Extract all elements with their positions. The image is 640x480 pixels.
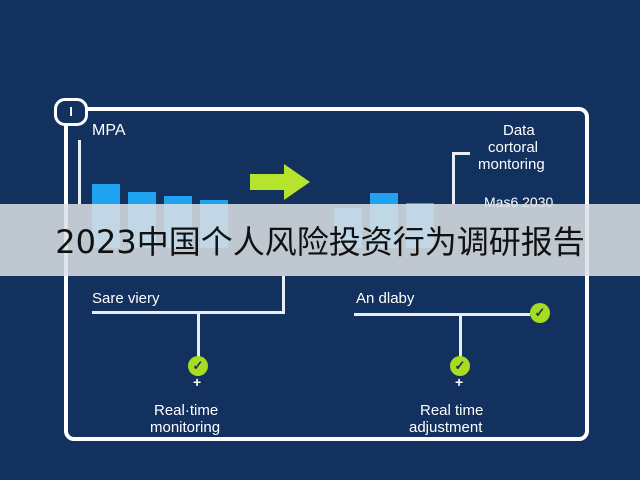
right-header-line1: Data	[503, 122, 535, 139]
right-header-line2: cortoral	[488, 139, 539, 156]
right-bottom-label-line1: Real time	[420, 402, 484, 419]
right-underline	[354, 313, 530, 316]
left-stem	[197, 311, 200, 357]
left-panel-title: MPA	[92, 122, 126, 139]
right-top-checkmark-icon: ✓	[530, 303, 550, 323]
banner-title: 2023中国个人风险投资行为调研报告	[55, 223, 585, 261]
right-subtitle: An dlaby	[356, 290, 415, 307]
diagram-badge: I	[54, 98, 88, 126]
right-bottom-label-line2: adjustment	[409, 419, 483, 436]
right-header-line3: montoring	[478, 156, 545, 173]
left-subtitle: Sare viery	[92, 290, 160, 307]
left-vertical-line	[78, 140, 81, 204]
left-stub-line	[282, 276, 285, 312]
right-arrow-icon	[250, 164, 310, 200]
right-stem	[459, 313, 462, 357]
right-plus-icon: +	[455, 374, 464, 390]
left-bottom-label-line2: monitoring	[150, 419, 221, 436]
left-plus-icon: +	[193, 374, 202, 390]
right-checkmark-icon: ✓	[450, 356, 470, 376]
left-bottom-label-line1: Real·time	[154, 402, 219, 419]
left-checkmark-icon: ✓	[188, 356, 208, 376]
title-banner: 2023中国个人风险投资行为调研报告	[0, 204, 640, 276]
right-connector-vertical	[452, 152, 455, 204]
left-underline	[92, 311, 285, 314]
right-connector-horizontal	[452, 152, 470, 155]
